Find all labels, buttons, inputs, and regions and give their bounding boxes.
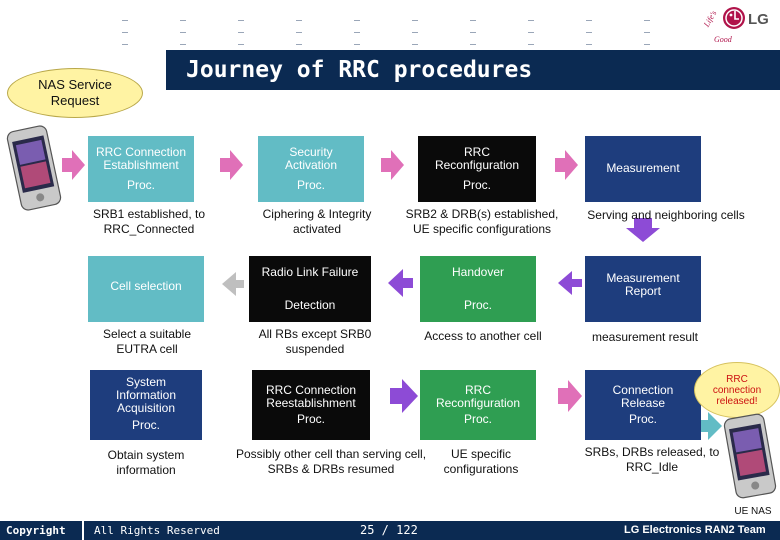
footer-bar: Copyright All Rights Reserved 25 / 122 L… [0,521,780,540]
arrow-right-icon [558,380,582,412]
arrow-right-icon [555,150,578,180]
security-activation-box[interactable]: Security Activation Proc. [258,136,364,202]
other-cell-note: Possibly other cell than serving cell, S… [235,447,427,476]
arrow-left-icon [222,272,244,296]
arrow-right-icon [62,150,85,180]
serving-cells-note: Serving and neighboring cells [587,208,745,222]
radio-link-failure-box[interactable]: Radio Link Failure Detection [249,256,371,322]
rrc-connection-establishment-box[interactable]: RRC Connection Establishment Proc. [88,136,194,202]
arrow-right-icon [381,150,404,180]
svg-text:LG: LG [748,11,769,28]
page-title: Journey of RRC procedures [166,50,780,90]
connection-release-box[interactable]: Connection Release Proc. [585,370,701,440]
nas-service-request-bubble: NAS Service Request [7,68,143,118]
footer-divider [82,521,84,540]
arrow-right-icon [390,379,418,413]
ciphering-note: Ciphering & Integrity activated [262,207,372,236]
arrow-right-icon [700,412,722,440]
measurement-box[interactable]: Measurement [585,136,701,202]
cell-selection-box[interactable]: Cell selection [88,256,204,322]
footer-copyright: Copyright [6,524,66,537]
arrow-left-icon [388,269,413,297]
select-eutra-note: Select a suitable EUTRA cell [102,327,192,356]
arrow-left-icon [558,271,582,295]
access-cell-note: Access to another cell [424,329,542,343]
system-information-acquisition-box[interactable]: System Information Acquisition Proc. [90,370,202,440]
svg-text:Good: Good [714,35,733,44]
rrc-reconfiguration-box-2[interactable]: RRC Reconfiguration Proc. [420,370,536,440]
footer-team: LG Electronics RAN2 Team [624,524,766,536]
srb2-drb-note: SRB2 & DRB(s) established, UE specific c… [405,207,559,236]
header-decoration [110,18,670,58]
lg-logo: LG Life's Good [700,4,780,44]
measurement-report-box[interactable]: Measurement Report [585,256,701,322]
footer-page-number: 25 / 122 [360,523,418,537]
rbs-suspended-note: All RBs except SRB0 suspended [258,327,372,356]
rrc-released-bubble: RRC connection released! [694,362,780,418]
rrc-reconfiguration-box[interactable]: RRC Reconfiguration Proc. [418,136,536,202]
ue-specific-note: UE specific configurations [443,447,519,476]
arrow-right-icon [220,150,243,180]
ue-nas-label: UE NAS [734,506,772,517]
rrc-connection-reestablishment-box[interactable]: RRC Connection Reestablishment Proc. [252,370,370,440]
measurement-result-note: measurement result [591,330,699,344]
phone-icon [722,412,778,505]
handover-box[interactable]: Handover Proc. [420,256,536,322]
arrow-down-icon [626,218,660,242]
phone-icon [6,124,62,217]
footer-rights: All Rights Reserved [94,524,220,537]
obtain-system-info-note: Obtain system information [107,448,185,477]
srbs-drbs-released-note: SRBs, DRBs released, to RRC_Idle [584,445,720,474]
srb1-note: SRB1 established, to RRC_Connected [92,207,206,236]
